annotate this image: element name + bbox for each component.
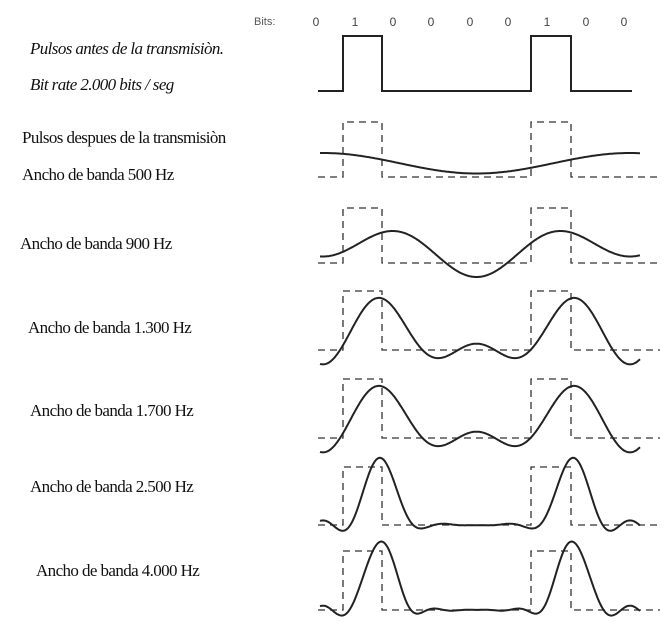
bit-2: 0 [389, 15, 397, 29]
bit-rate-label: Bit rate 2.000 bits / seg [30, 75, 174, 94]
bandwidth-label-4000: Ancho de banda 4.000 Hz [36, 561, 200, 580]
reference-pulse-500 [318, 121, 660, 178]
bit-3: 0 [427, 15, 435, 29]
after-transmission-title: Pulsos despues de la transmisiòn [22, 128, 226, 147]
received-waveform-500 [320, 152, 640, 175]
received-waveform-4000 [319, 540, 641, 617]
bandwidth-label-1700: Ancho de banda 1.700 Hz [30, 401, 194, 420]
before-transmission-title: Pulsos antes de la transmisiòn. [30, 39, 224, 58]
bit-1: 1 [351, 15, 359, 29]
bit-0: 0 [312, 15, 320, 29]
bit-6: 1 [543, 15, 551, 29]
received-waveform-1300 [319, 296, 641, 366]
bit-4: 0 [466, 15, 474, 29]
bits-header-label: Bits: [254, 16, 276, 28]
received-waveform-2500 [319, 456, 641, 532]
received-waveform-900 [319, 230, 641, 278]
bit-7: 0 [582, 15, 590, 29]
bit-8: 0 [620, 15, 628, 29]
received-waveform-1700 [319, 384, 641, 454]
bandwidth-label-500: Ancho de banda 500 Hz [22, 165, 174, 184]
original-pulse-train [318, 35, 632, 92]
bandwidth-label-2500: Ancho de banda 2.500 Hz [30, 477, 194, 496]
bandwidth-label-1300: Ancho de banda 1.300 Hz [28, 318, 192, 337]
bandwidth-label-900: Ancho de banda 900 Hz [20, 234, 172, 253]
bit-5: 0 [504, 15, 512, 29]
reference-pulse-900 [318, 207, 660, 264]
